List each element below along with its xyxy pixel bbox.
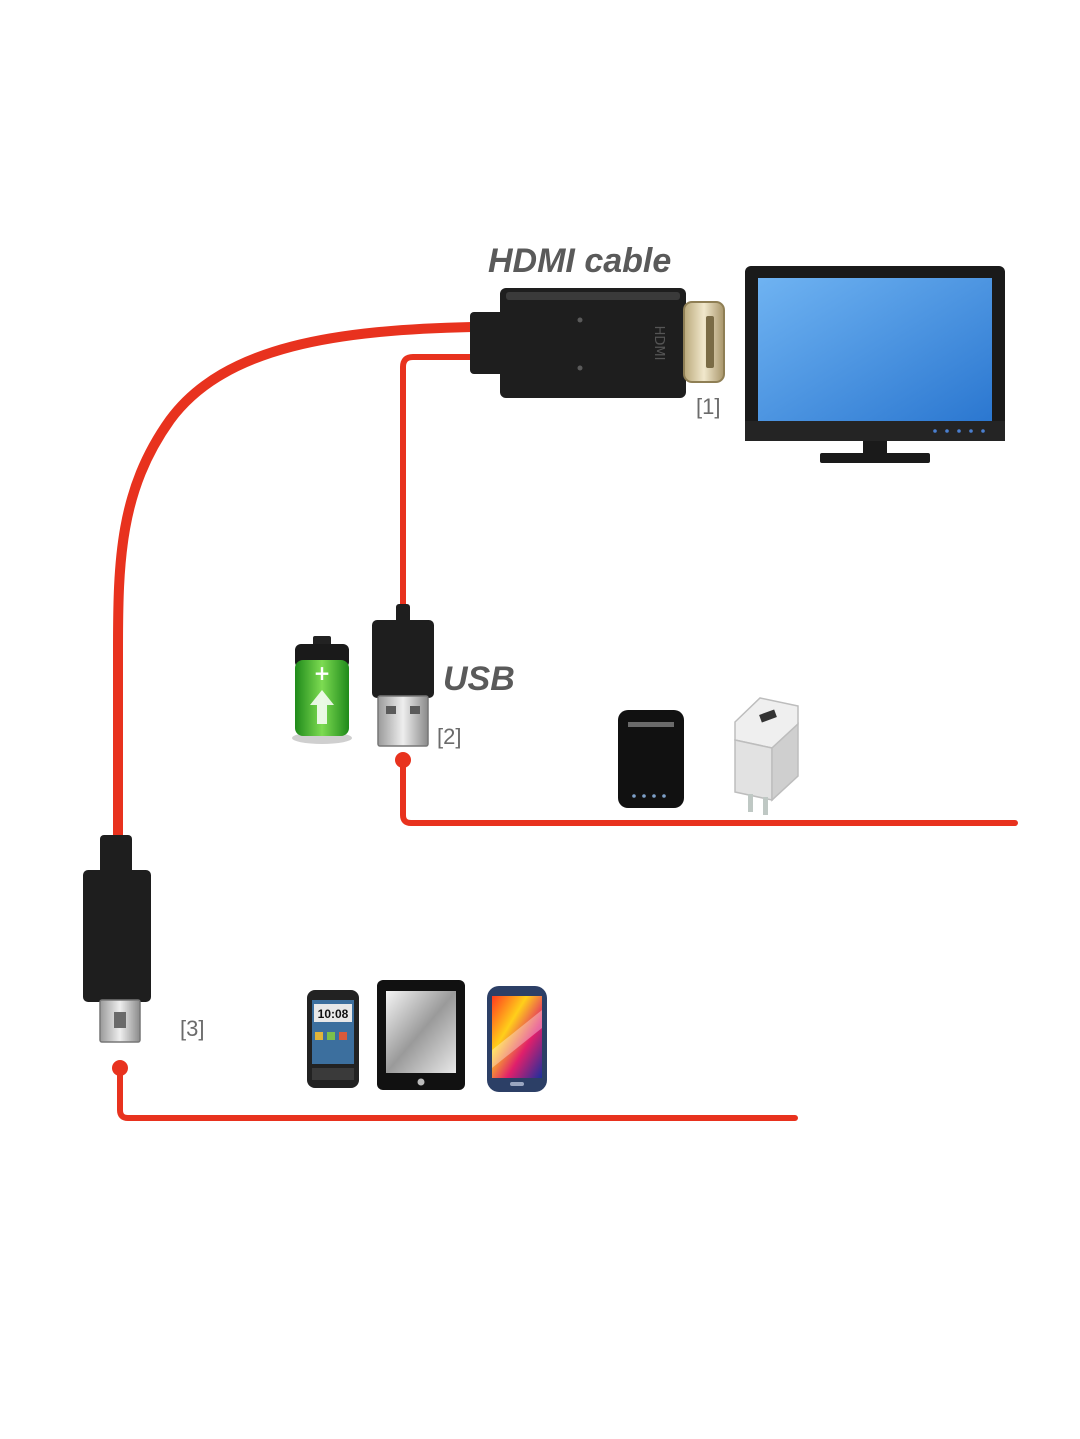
monitor-button xyxy=(957,429,961,433)
smartphone-icon: 10:08 xyxy=(307,990,359,1088)
tablet-screen xyxy=(386,991,456,1073)
hdmi-plug-body xyxy=(500,288,686,398)
power-bank-led xyxy=(652,794,656,798)
power-bank-led xyxy=(632,794,636,798)
hdmi-plug-engraving: HDMI xyxy=(651,326,666,361)
htc-phone-keys xyxy=(312,1068,354,1080)
samsung-phone-wallpaper-stripe xyxy=(492,1010,542,1068)
usb-a-plug xyxy=(372,604,434,747)
monitor-button xyxy=(969,429,973,433)
marker-2-label: [2] xyxy=(437,724,461,749)
hdmi-cable-label: HDMI cable xyxy=(488,242,671,280)
monitor-chin xyxy=(745,421,1005,441)
monitor-base xyxy=(820,453,930,463)
micro-usb-guide-dot xyxy=(112,1060,128,1076)
usb-label: USB xyxy=(443,660,515,698)
monitor-icon xyxy=(745,266,1005,463)
usb-plug-slot xyxy=(386,706,396,714)
monitor-button xyxy=(945,429,949,433)
micro-usb-slot xyxy=(114,1012,126,1028)
monitor-screen xyxy=(758,278,992,421)
marker-3-label: [3] xyxy=(180,1016,204,1041)
wall-charger-prong xyxy=(748,794,753,812)
tablet-home-button xyxy=(417,1078,425,1086)
hdmi-plug-metal-tip xyxy=(683,301,725,383)
micro-usb-neck xyxy=(100,835,132,877)
wall-charger-prong xyxy=(763,797,768,815)
hdmi-plug-dot xyxy=(577,365,583,371)
smartphone-icon xyxy=(487,986,547,1092)
battery-top-cap xyxy=(313,636,331,646)
power-bank-led xyxy=(662,794,666,798)
hdmi-plug-tip-slot xyxy=(706,316,714,368)
monitor-button xyxy=(981,429,985,433)
samsung-phone-home-button xyxy=(510,1082,524,1086)
power-bank-icon xyxy=(618,710,684,808)
monitor-button xyxy=(933,429,937,433)
htc-phone-clock-bg xyxy=(314,1004,352,1022)
usb-guide-dot xyxy=(395,752,411,768)
battery-plus-sign: + xyxy=(314,661,331,685)
hdmi-plug-dot xyxy=(577,317,583,323)
htc-phone-app-row xyxy=(327,1032,335,1040)
main-cable xyxy=(113,322,477,845)
battery-charge-arrow xyxy=(310,690,334,724)
htc-phone-clock: 10:08 xyxy=(318,1007,349,1021)
wall-charger-usb-port xyxy=(759,709,777,723)
tablet-icon xyxy=(377,980,465,1090)
monitor-neck xyxy=(863,441,887,454)
cables xyxy=(112,322,1018,1121)
power-bank-led xyxy=(642,794,646,798)
wall-charger-front xyxy=(734,739,773,801)
htc-phone-app-row xyxy=(339,1032,347,1040)
wall-charger-side xyxy=(771,722,799,802)
micro-usb-guide-line xyxy=(117,1065,798,1121)
usb-plug-body xyxy=(372,620,434,698)
hdmi-plug: HDMI xyxy=(470,288,725,398)
usb-branch-cable xyxy=(400,354,472,605)
micro-usb-plug xyxy=(83,835,151,1043)
usb-plug-metal xyxy=(377,695,429,747)
samsung-phone-screen xyxy=(492,996,542,1078)
usb-guide-line xyxy=(400,757,1018,826)
marker-1-label: [1] xyxy=(696,394,720,419)
hdmi-plug-strain-relief xyxy=(470,312,504,374)
micro-usb-body xyxy=(83,870,151,1002)
battery-charging-icon: + xyxy=(292,636,352,744)
htc-phone-app-row xyxy=(315,1032,323,1040)
usb-wall-charger-icon xyxy=(734,697,799,815)
hdmi-plug-body-highlight xyxy=(506,292,680,300)
usb-plug-slot xyxy=(410,706,420,714)
power-bank-label xyxy=(628,722,674,727)
power-bank-body xyxy=(618,710,684,808)
